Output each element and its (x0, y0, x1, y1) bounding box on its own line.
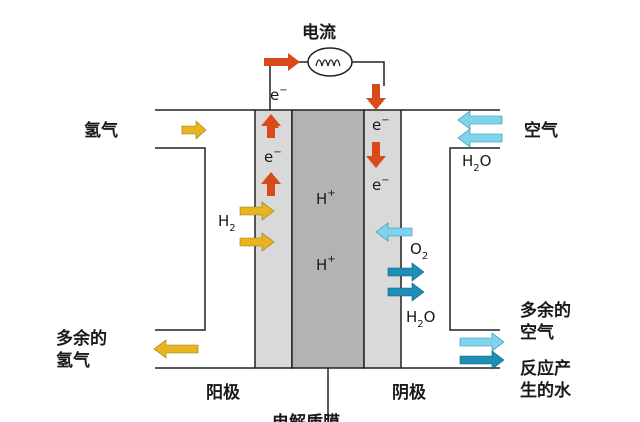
current-label: 电流 (302, 22, 336, 43)
membrane-label: 电解质膜 (272, 412, 340, 422)
excess-hydrogen-arrow (153, 339, 199, 359)
air-label: 空气 (524, 120, 558, 141)
water-out-label-1: 反应产 (520, 358, 571, 379)
anode-label: 阳极 (206, 383, 240, 403)
proton-label-2: H+ (316, 254, 336, 274)
electron-label-cathode-2: e− (372, 175, 390, 194)
oxygen-molecule-label: O2 (410, 240, 428, 262)
water-out-arrow (459, 350, 505, 370)
excess-hydrogen-label-2: 氢气 (56, 350, 90, 371)
excess-air-label-1: 多余的 (520, 300, 571, 321)
excess-air-label-2: 空气 (520, 322, 554, 343)
air-arrows (375, 110, 505, 352)
electron-arrow-right (264, 53, 300, 71)
water-arrow-1 (387, 262, 425, 282)
water-out-label-2: 生的水 (520, 380, 572, 401)
air-in-arrow-1 (457, 110, 503, 130)
hydrogen-in-arrow (181, 120, 207, 140)
hydrogen-label: 氢气 (84, 120, 118, 141)
electron-arrow-up-2 (261, 172, 281, 196)
hydrogen-arrow-1 (239, 201, 275, 221)
electron-arrow-down-1 (366, 84, 386, 110)
hydrogen-molecule-label: H2 (218, 212, 236, 234)
proton-label-1: H+ (316, 188, 336, 208)
hydrogen-arrows (153, 120, 275, 359)
oxygen-arrow-left (375, 222, 413, 242)
electron-label-anode: e− (264, 147, 282, 166)
water-arrows (387, 262, 505, 370)
electron-label-top: e− (270, 85, 288, 104)
air-in-arrow-2 (457, 128, 503, 148)
cathode-label: 阴极 (392, 383, 426, 403)
water-arrow-2 (387, 282, 425, 302)
electron-label-cathode-1: e− (372, 115, 390, 134)
electron-arrow-down-2 (366, 142, 386, 168)
cathode-electrode (363, 109, 402, 369)
excess-air-arrow (459, 332, 505, 352)
excess-hydrogen-label-1: 多余的 (56, 328, 107, 349)
electrolyte-membrane (291, 109, 365, 369)
water-label-bottom: H2O (406, 308, 435, 330)
current-meter-icon (307, 47, 353, 77)
electron-arrows (261, 53, 386, 196)
electron-arrow-up-1b (261, 114, 281, 138)
water-label-top: H2O (462, 152, 491, 174)
hydrogen-arrow-2 (239, 232, 275, 252)
